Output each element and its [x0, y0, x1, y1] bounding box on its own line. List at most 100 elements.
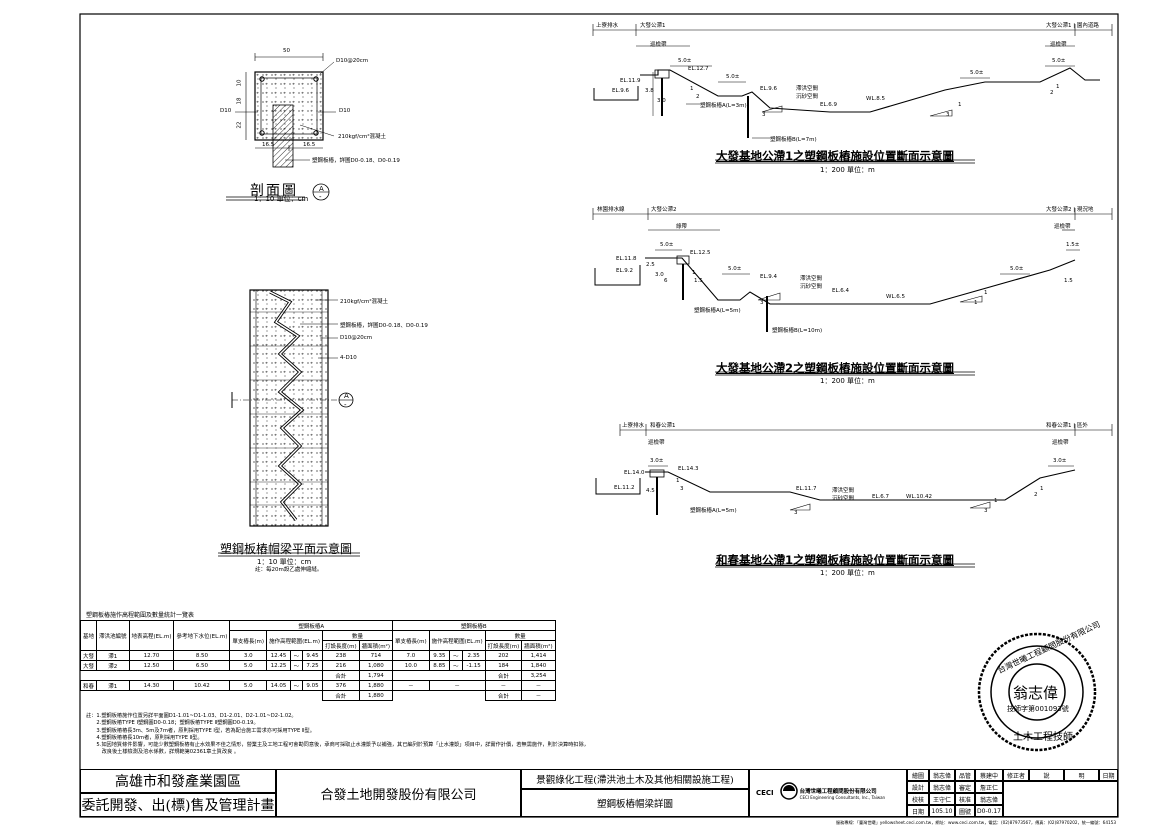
section-bottom-dim-1: 16.5: [262, 142, 275, 148]
firm-en: CECI Engineering Consultants, Inc., Taiw…: [799, 794, 886, 800]
cell: 376: [322, 680, 360, 691]
company-text: 合發土地開發股份有限公司: [320, 787, 477, 803]
firm-cn: 台灣世曦工程顧問股份有限公司: [799, 788, 877, 795]
cs2-el5: EL.6.4: [832, 288, 850, 294]
cs2-w4: 1.5±: [1066, 242, 1080, 248]
cs2-el3: EL.9.2: [616, 268, 634, 274]
cell: ～: [449, 660, 463, 671]
cs2-el4: EL.9.4: [760, 274, 778, 280]
cell: ～: [289, 660, 304, 671]
cell: 12.25: [266, 660, 291, 671]
plan-pile-label: 塑鋼板樁，詳圖D0-0.18、D0-0.19: [340, 323, 428, 329]
client-2-text: 委託開發、出(標)售及管理計畫: [81, 798, 275, 814]
section-dim-3: 22: [236, 121, 243, 129]
cs1-el1: EL.11.9: [620, 78, 641, 84]
th-a-len: 單支樁長(m): [229, 630, 268, 651]
cell: ～: [289, 650, 304, 661]
notes: 註：1.塑鋼板樁施作位置另詳平面圖D1-1.01~D1-1.03、D1-2.01…: [86, 713, 589, 757]
cell: 和春: [79, 680, 98, 691]
th-a-qty: 數量: [321, 630, 394, 641]
cross-section-1: [592, 24, 1113, 164]
cs2-slope3b: 1: [974, 300, 978, 306]
cs3-wl: WL.10.42: [906, 494, 932, 500]
th-b-len: 單支樁長(m): [392, 630, 430, 651]
cs3-w1: 3.0±: [650, 458, 664, 464]
cell: ～: [289, 680, 304, 691]
cs2-pileB: 塑鋼板樁B(L=10m): [772, 328, 823, 334]
cs1-scale: 1：200 單位：m: [820, 166, 875, 174]
note-line: 5.如因地質條件影響，可能少數塑鋼板樁有止水效果不佳之情形，營業主及工地工程可會…: [86, 742, 589, 749]
cell: 10.42: [173, 680, 231, 691]
cell: 大發: [79, 650, 98, 661]
section-scale: 1：10 單位：cm: [254, 195, 309, 203]
role-draw: 繪圖: [907, 769, 929, 781]
th-b-qty: 數量: [484, 630, 556, 641]
role-check: 校核: [907, 793, 929, 805]
cell: 5.0: [229, 680, 268, 691]
cell: －: [521, 690, 556, 701]
cs2-band-left: 綠帶: [676, 224, 688, 230]
drawing-name-cell: 塑鋼板樁帽梁詳圖: [521, 789, 749, 817]
cell: 714: [358, 650, 394, 661]
cell: 3,254: [521, 670, 556, 681]
rev-header-date: 日期: [1099, 769, 1118, 781]
th-a-range: 施作高程範圍(EL.m): [266, 630, 323, 651]
table-row: 大發 滯2 12.50 6.50 5.0 12.25 ～ 7.25 216 1,…: [79, 660, 556, 671]
cs3-top-right: 和春公滯1 | 區外: [1046, 423, 1088, 429]
table-row: 大發 滯1 12.70 8.50 3.0 12.45 ～ 9.45 238 71…: [79, 650, 556, 661]
section-bottom-dim-2: 16.5: [303, 142, 316, 148]
section-detail: [226, 53, 336, 201]
cs2-flood: 滯洪空間: [800, 276, 823, 282]
cs3-slope3: 1: [994, 498, 998, 504]
section-rebar-left: D10: [220, 108, 232, 114]
cell: 184: [484, 660, 523, 671]
cell: 9.05: [302, 680, 323, 691]
cell: 1,880: [358, 690, 394, 701]
cs2-dim1: 2.5: [646, 262, 655, 268]
cell: 12.45: [266, 650, 291, 661]
cell: 6.50: [173, 660, 231, 671]
cell: ～: [449, 650, 463, 661]
cs3-scale: 1：200 單位：m: [820, 569, 875, 577]
cell: 9.45: [302, 650, 323, 661]
ceci-logo-icon: [780, 782, 798, 800]
cs3-title: 和春基地公滯1之塑鋼板樁施設位置斷面示意圖: [716, 553, 954, 567]
cell: 238: [322, 650, 360, 661]
cross-section-2: [592, 208, 1113, 376]
section-ref-sub: -: [319, 193, 322, 201]
drawing-name-text: 塑鋼板樁帽梁詳圖: [596, 799, 673, 810]
cs3-slope1b: 3: [680, 486, 684, 492]
section-pile-label: 塑鋼板樁，詳圖D0-0.18、D0-0.19: [312, 158, 400, 164]
title-block: 高雄市和發產業園區 委託開發、出(標)售及管理計畫 合發土地開發股份有限公司 景…: [80, 769, 1118, 817]
sig-draw: 翁志偉: [929, 769, 955, 781]
cs1-pileB: 塑鋼板樁B(L=7m): [770, 137, 817, 143]
cs1-el5: EL.6.9: [820, 102, 838, 108]
cell: －: [484, 680, 523, 691]
cs2-slope1b: 1.5: [694, 278, 703, 284]
plan-scale: 1：10 單位：cm: [257, 558, 312, 566]
note-line: 4.塑鋼板樁樁長10m者，原則採用TYPE Ⅱ型。: [86, 734, 203, 741]
cross-section-3: [595, 424, 1113, 568]
cs2-slope4: 1.5: [1064, 278, 1073, 284]
cell: 5.0: [229, 660, 268, 671]
cs1-w4: 5.0±: [970, 70, 984, 76]
cs2-top-left: 林園排水線: [597, 207, 625, 213]
revision-area: [1003, 781, 1118, 817]
cs3-el5: EL.6.7: [872, 494, 890, 500]
section-ref: A: [319, 185, 324, 193]
cs1-el3: EL.9.6: [612, 88, 630, 94]
sig-approve: 翁志偉: [975, 793, 1003, 805]
sig-qc: 蔡建中: [975, 769, 1003, 781]
firm-cell: CECI 台灣世曦工程顧問股份有限公司 CECI Engineering Con…: [749, 769, 907, 817]
cs2-wl: WL.6.5: [886, 294, 905, 300]
section-dim-2: 18: [236, 97, 243, 105]
cell: 8.85: [428, 660, 451, 671]
cs1-w2: 5.0±: [726, 74, 740, 80]
cs3-slope4b: 2: [1034, 492, 1038, 498]
cell: 7.0: [392, 650, 430, 661]
cs2-el1: EL.11.8: [616, 256, 637, 262]
cs1-slope3: 1: [958, 102, 962, 108]
cs2-slope1: 1: [692, 270, 696, 276]
